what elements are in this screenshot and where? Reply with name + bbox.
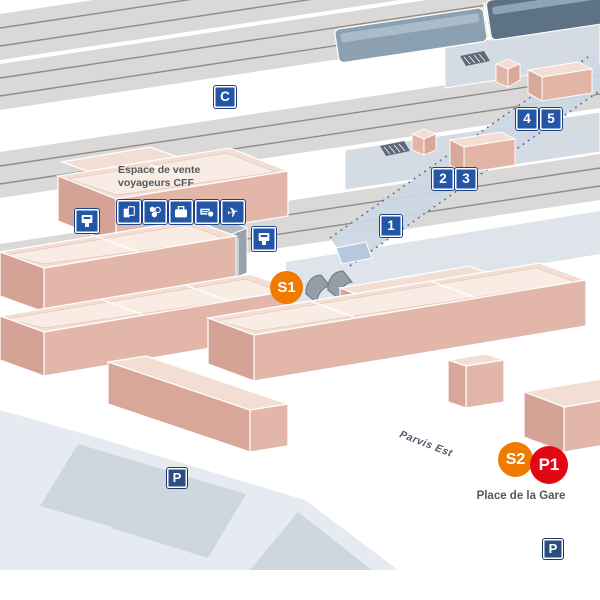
platform-sign-2: 2 [432, 168, 454, 190]
platform-1-strip [286, 211, 600, 305]
sales-office-label-line1: Espace de vente [118, 164, 201, 176]
platform-sign-5: 5 [540, 108, 562, 130]
coins-icon [143, 200, 167, 224]
street-label-place-de-la-gare: Place de la Gare [476, 490, 566, 502]
entrance-badge-s2: S2 [498, 442, 533, 477]
ticket-machine-icon [252, 227, 276, 251]
platform-sign-3: 3 [455, 168, 477, 190]
platform-shelters [410, 58, 594, 174]
flight-checkin-icon: ✈ [221, 200, 245, 224]
building-southeast [521, 378, 600, 453]
ramp-platform-45 [460, 51, 490, 66]
building-west-row1 [0, 219, 239, 313]
cash-icon [195, 200, 219, 224]
parking-sign-southeast: P [543, 539, 563, 559]
ramp-platform-23 [380, 141, 410, 156]
parking-area [0, 410, 600, 600]
building-central [205, 262, 589, 382]
parking-badge-p1: P1 [530, 446, 568, 484]
entrance-badge-s1: S1 [270, 271, 303, 304]
underpass-entrance [305, 241, 373, 305]
stairs-icon [305, 274, 331, 305]
buildings [0, 146, 600, 453]
train [334, 0, 600, 64]
platform-sign-1: 1 [380, 215, 402, 237]
track-sector-sign-c: C [214, 86, 236, 108]
building-central-wing [447, 353, 505, 409]
building-south-wing [107, 355, 289, 453]
building-west-row2 [0, 273, 297, 377]
ticket-machine-icon [75, 209, 99, 233]
tickets-icon [117, 200, 141, 224]
parking-sign-west: P [167, 468, 187, 488]
sales-office-label: Espace de vente voyageurs CFF [118, 164, 200, 189]
sales-office-label-line2: voyageurs CFF [118, 176, 194, 189]
luggage-icon [169, 200, 193, 224]
platform-sign-4: 4 [516, 108, 538, 130]
